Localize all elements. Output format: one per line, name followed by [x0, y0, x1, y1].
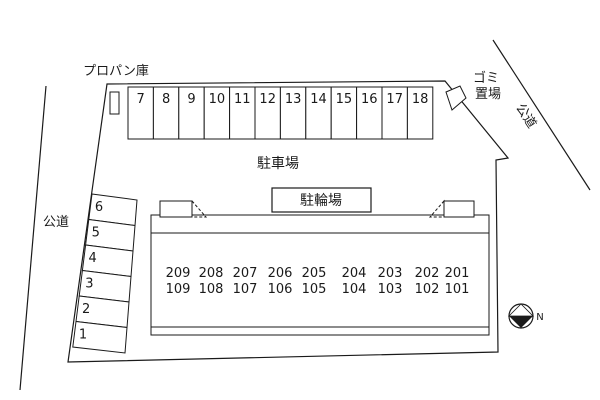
parking-space-number: 7 [137, 92, 145, 107]
compass: N [508, 303, 544, 329]
unit-number: 106 [268, 282, 293, 297]
parking-space-number: 18 [412, 92, 429, 107]
parking-space-number: 4 [88, 251, 96, 266]
propane-storage-box [109, 91, 120, 115]
parking-space-number: 10 [209, 92, 226, 107]
parking-space-number: 2 [82, 302, 90, 317]
parking-space-number: 8 [162, 92, 170, 107]
units-floor-1: 109 108 107 106 105 104 103 102 101 [166, 282, 470, 297]
unit-number: 207 [233, 266, 258, 281]
parking-space-number: 1 [79, 328, 87, 343]
parking-space-number: 11 [234, 92, 251, 107]
parking-row-top: 7 8 9 10 11 12 13 14 15 16 17 18 [127, 86, 434, 140]
parking-space-number: 16 [361, 92, 378, 107]
unit-number: 104 [342, 282, 367, 297]
parking-space-number: 12 [259, 92, 276, 107]
parking-space-top [381, 86, 408, 140]
unit-number: 108 [199, 282, 224, 297]
entrance-left [159, 200, 193, 218]
parking-space-number: 13 [285, 92, 302, 107]
garbage-area [445, 85, 467, 111]
parking-lot-label: 駐車場 [257, 155, 299, 172]
parking-space-number: 6 [95, 200, 103, 215]
apartment-building: 209 208 207 206 205 204 203 202 201 109 108 107 106… [150, 199, 490, 336]
unit-number: 107 [233, 282, 258, 297]
propane-storage-label: プロパン庫 [83, 64, 149, 79]
parking-space-top [356, 86, 383, 140]
entrance-right-stair [428, 199, 445, 218]
unit-number: 206 [268, 266, 293, 281]
garbage-area-label-2: 置場 [475, 87, 501, 102]
parking-space-number: 17 [386, 92, 403, 107]
parking-space-top [203, 86, 231, 140]
unit-number: 203 [378, 266, 403, 281]
unit-number: 105 [302, 282, 327, 297]
unit-number: 102 [415, 282, 440, 297]
public-road-left-label: 公道 [43, 215, 69, 230]
site-boundary [67, 80, 510, 363]
building-base-strip [150, 326, 490, 336]
unit-number: 209 [166, 266, 191, 281]
unit-number: 202 [415, 266, 440, 281]
bicycle-parking-label: 駐輪場 [300, 192, 342, 209]
building-body [150, 232, 490, 328]
parking-space-number: 15 [336, 92, 353, 107]
building-roof-strip [150, 214, 490, 234]
public-road-left-line [19, 85, 47, 391]
parking-space-top [152, 86, 180, 140]
parking-space-number: 9 [187, 92, 195, 107]
unit-number: 204 [342, 266, 367, 281]
compass-needle-dark [509, 316, 533, 328]
parking-space-top [127, 86, 154, 140]
unit-number: 109 [166, 282, 191, 297]
parking-space-top [406, 86, 434, 140]
compass-north-label: N [536, 312, 543, 323]
parking-row-left: 6 5 4 3 2 1 [72, 193, 138, 354]
unit-number: 208 [199, 266, 224, 281]
parking-space-number: 3 [85, 277, 93, 292]
compass-needle-light [508, 303, 534, 317]
garbage-area-label-1: ゴミ [473, 70, 499, 86]
units-floor-2: 209 208 207 206 205 204 203 202 201 [166, 266, 470, 281]
unit-number: 205 [302, 266, 327, 281]
unit-number: 201 [445, 266, 470, 281]
parking-space-left [72, 320, 128, 354]
public-road-right-line [492, 39, 591, 191]
entrance-right [443, 200, 475, 218]
bicycle-parking-box [271, 187, 372, 213]
parking-space-number: 5 [92, 226, 100, 241]
entrance-left-stair [191, 200, 208, 218]
parking-space-top [254, 86, 281, 140]
parking-space-number: 14 [310, 92, 327, 107]
unit-number: 101 [445, 282, 470, 297]
unit-number: 103 [378, 282, 403, 297]
parking-space-top [178, 86, 205, 140]
